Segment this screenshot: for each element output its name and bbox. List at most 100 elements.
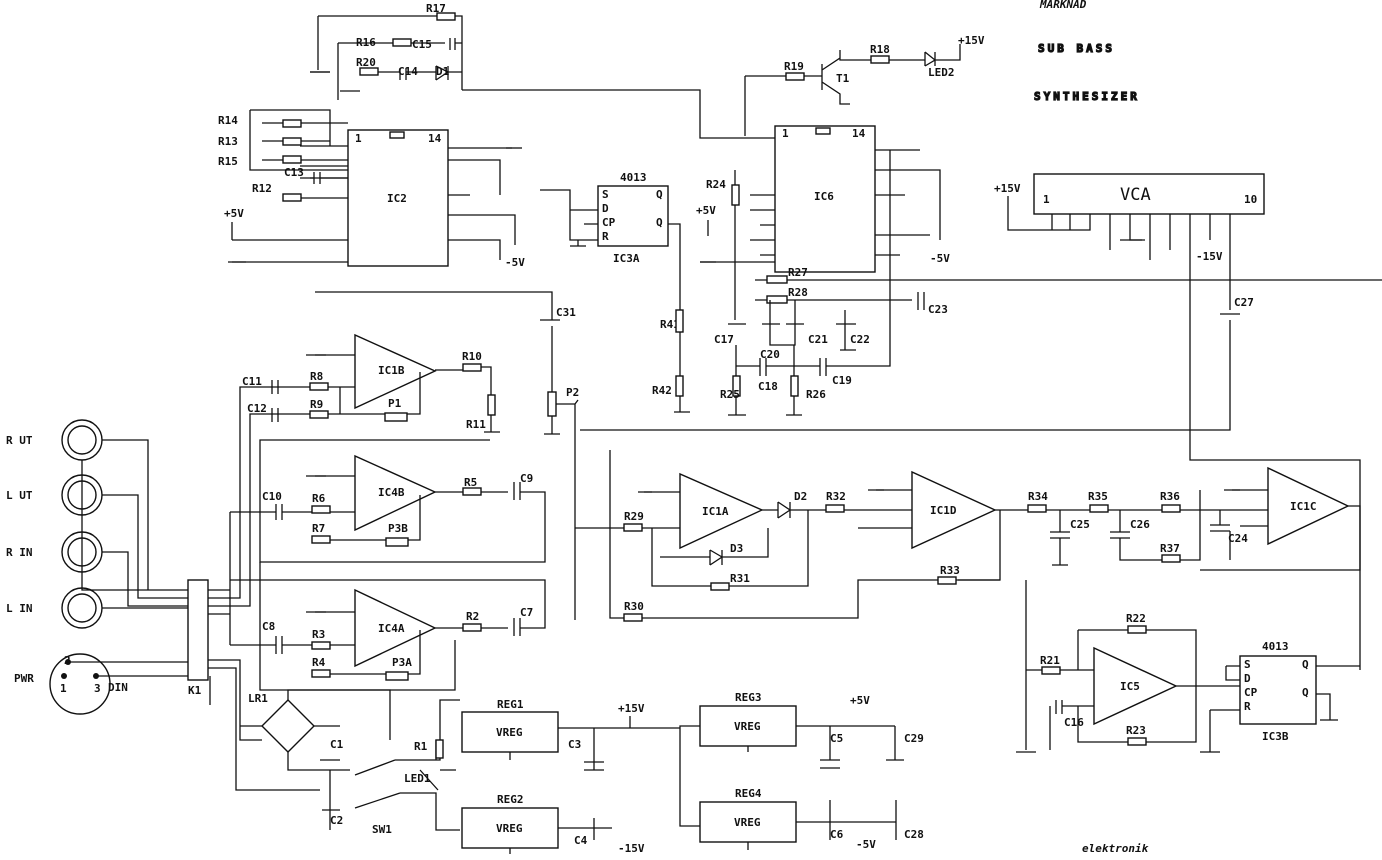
label-r26: R26 xyxy=(806,388,826,401)
label-p2: P2 xyxy=(566,386,579,399)
vca-block: VCA 1 10 +15V -15V C27 xyxy=(580,173,1382,670)
label-c11: C11 xyxy=(242,375,262,388)
rail-p15-led2: +15V xyxy=(958,34,985,47)
ic3b-s: S xyxy=(1244,658,1251,671)
label-r14: R14 xyxy=(218,114,238,127)
jack-r-in: R IN xyxy=(6,546,33,559)
ic3a-type: 4013 xyxy=(620,171,647,184)
vca-label: VCA xyxy=(1120,185,1151,205)
ic3b-r: R xyxy=(1244,700,1251,713)
label-c29: C29 xyxy=(904,732,924,745)
led2-driver: R19 R18 T1 LED2 +15V xyxy=(744,34,985,136)
regulators: REG1 REG2 REG3 REG4 VREG VREG VREG VREG … xyxy=(461,691,924,855)
label-c23: C23 xyxy=(928,303,948,316)
label-p1: P1 xyxy=(388,397,402,410)
label-r41: R41 xyxy=(660,318,680,331)
label-c19: C19 xyxy=(832,374,852,387)
ic6-label: IC6 xyxy=(814,190,834,203)
label-c31: C31 xyxy=(556,306,576,319)
ic3a-flipflop: 4013 S D CP R Q Q IC3A xyxy=(540,171,681,320)
ic1d-label: IC1D xyxy=(930,504,957,517)
din-pin1: 1 xyxy=(60,682,67,695)
label-r6: R6 xyxy=(312,492,326,505)
reg3-type: VREG xyxy=(734,720,761,733)
ic3b-type: 4013 xyxy=(1262,640,1289,653)
label-r22: R22 xyxy=(1126,612,1146,625)
label-r19: R19 xyxy=(784,60,804,73)
label-r3: R3 xyxy=(312,628,325,641)
reg4-label: REG4 xyxy=(735,787,762,800)
label-p3b: P3B xyxy=(388,522,408,535)
label-c4: C4 xyxy=(574,834,588,847)
jack-l-ut: L UT xyxy=(6,489,33,502)
ic3a-d: D xyxy=(602,202,609,215)
ic4a-opamp: IC4A C8 R3 R4 R2 C7 P3A xyxy=(230,562,546,691)
label-r23: R23 xyxy=(1126,724,1146,737)
label-c28: C28 xyxy=(904,828,924,841)
rail-m5-ic2: -5V xyxy=(505,256,525,269)
label-r34: R34 xyxy=(1028,490,1048,503)
label-sw1: SW1 xyxy=(372,823,392,836)
ic2-pin14: 14 xyxy=(428,132,442,145)
ic3a-label: IC3A xyxy=(613,252,640,265)
label-r7: R7 xyxy=(312,522,325,535)
label-c9: C9 xyxy=(520,472,533,485)
rail-p15-vca: +15V xyxy=(994,182,1021,195)
reg1-label: REG1 xyxy=(497,698,524,711)
ic5-opamp: IC5 R21 R22 R23 C16 xyxy=(1025,580,1240,750)
rail-m5-reg: -5V xyxy=(856,838,876,851)
ic4b-opamp: IC4B C10 R6 R7 R5 C9 P3B xyxy=(230,439,546,563)
label-c6: C6 xyxy=(830,828,844,841)
label-r37: R37 xyxy=(1160,542,1180,555)
label-c5: C5 xyxy=(830,732,843,745)
label-c22: C22 xyxy=(850,333,870,346)
label-t1: T1 xyxy=(836,72,850,85)
label-r17: R17 xyxy=(426,2,446,15)
rail-m5-ic6: -5V xyxy=(930,252,950,265)
label-r9: R9 xyxy=(310,398,323,411)
label-c21: C21 xyxy=(808,333,828,346)
ic4a-label: IC4A xyxy=(378,622,405,635)
label-c27: C27 xyxy=(1234,296,1254,309)
power-supply: LR1 C1 C2 SW1 R1 LED1 xyxy=(240,689,460,836)
label-c13: C13 xyxy=(284,166,304,179)
ic5-label: IC5 xyxy=(1120,680,1140,693)
label-c1: C1 xyxy=(330,738,344,751)
label-lr1: LR1 xyxy=(248,692,268,705)
label-c10: C10 xyxy=(262,490,282,503)
ic1b-opamp: IC1B C11 C12 R8 R9 R10 R11 P1 xyxy=(242,333,496,432)
rail-m15-vca: -15V xyxy=(1196,250,1223,263)
label-c15: C15 xyxy=(412,38,432,51)
label-c18: C18 xyxy=(758,380,778,393)
ic1b-label: IC1B xyxy=(378,364,405,377)
ic2-pin1: 1 xyxy=(355,132,362,145)
label-c7: C7 xyxy=(520,606,533,619)
ic1d-opamp: IC1D R33 R34 R35 R36 R37 C25 C26 C24 xyxy=(858,470,1268,585)
ic1c-label: IC1C xyxy=(1290,500,1317,513)
label-r12: R12 xyxy=(252,182,272,195)
label-p3a: P3A xyxy=(392,656,412,669)
ic3b-label: IC3B xyxy=(1262,730,1289,743)
ic3b-d: D xyxy=(1244,672,1251,685)
ic3b-flipflop: 4013 S D CP R Q Q IC3B xyxy=(1209,640,1360,752)
label-r5: R5 xyxy=(464,476,477,489)
label-r35: R35 xyxy=(1088,490,1108,503)
label-r4: R4 xyxy=(312,656,326,669)
p2-network: C31 P2 R41 R42 xyxy=(315,291,684,620)
label-r33: R33 xyxy=(940,564,960,577)
label-r18: R18 xyxy=(870,43,890,56)
label-r36: R36 xyxy=(1160,490,1180,503)
vca-pin10: 10 xyxy=(1244,193,1257,206)
reg1-type: VREG xyxy=(496,726,523,739)
din-pin2: 2 xyxy=(64,654,71,667)
connectors: R UT L UT R IN L IN 2 1 3 PWR DIN K1 xyxy=(6,386,320,791)
rail-m15-reg: -15V xyxy=(618,842,645,855)
rail-p5-reg: +5V xyxy=(850,694,870,707)
label-r21: R21 xyxy=(1040,654,1060,667)
label-r15: R15 xyxy=(218,155,238,168)
connector-k1: K1 xyxy=(188,684,202,697)
ic1a-opamp: IC1A R29 D2 D3 R31 R30 R32 xyxy=(575,450,1001,622)
brand-logo: elektronik xyxy=(1082,842,1149,855)
label-c8: C8 xyxy=(262,620,275,633)
ground-symbols xyxy=(228,71,1338,753)
